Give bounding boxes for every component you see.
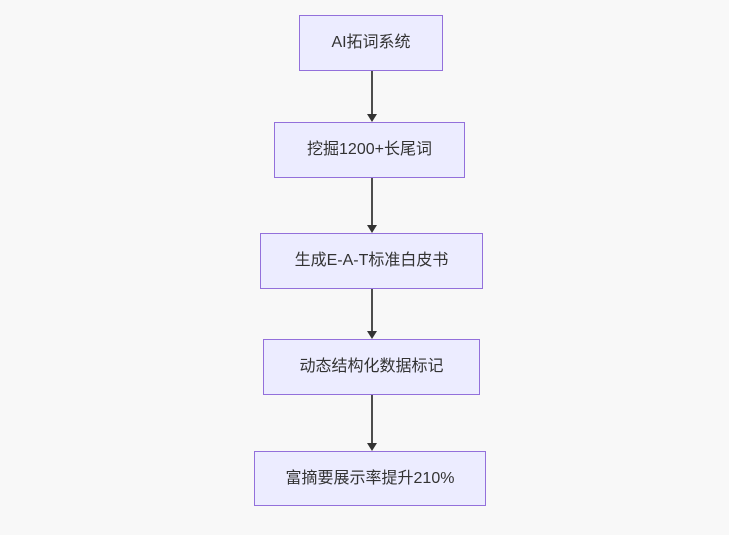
edge-arrow-3 [366, 289, 377, 339]
node-label: AI拓词系统 [331, 34, 411, 52]
edge-line [370, 178, 373, 225]
arrowhead-down-icon [366, 114, 377, 122]
edge-arrow-4 [366, 395, 377, 451]
arrowhead-down-icon [366, 443, 377, 451]
edge-line [370, 289, 373, 331]
node-label: 生成E-A-T标准白皮书 [294, 252, 449, 270]
flow-node-dynamic-structured-data-markup: 动态结构化数据标记 [263, 339, 480, 395]
flow-node-generate-eat-whitepaper: 生成E-A-T标准白皮书 [260, 233, 483, 289]
arrowhead-down-icon [366, 225, 377, 233]
arrowhead-down-icon [366, 331, 377, 339]
edge-arrow-2 [366, 178, 377, 233]
node-label: 挖掘1200+长尾词 [307, 141, 432, 159]
flow-node-mine-longtail-keywords: 挖掘1200+长尾词 [274, 122, 465, 178]
node-label: 富摘要展示率提升210% [285, 469, 455, 487]
flow-node-rich-snippet-rate-increase: 富摘要展示率提升210% [254, 451, 486, 506]
edge-line [370, 71, 373, 114]
edge-arrow-1 [366, 71, 377, 122]
node-label: 动态结构化数据标记 [299, 358, 444, 376]
flow-node-ai-word-expansion-system: AI拓词系统 [299, 15, 443, 71]
edge-line [370, 395, 373, 443]
